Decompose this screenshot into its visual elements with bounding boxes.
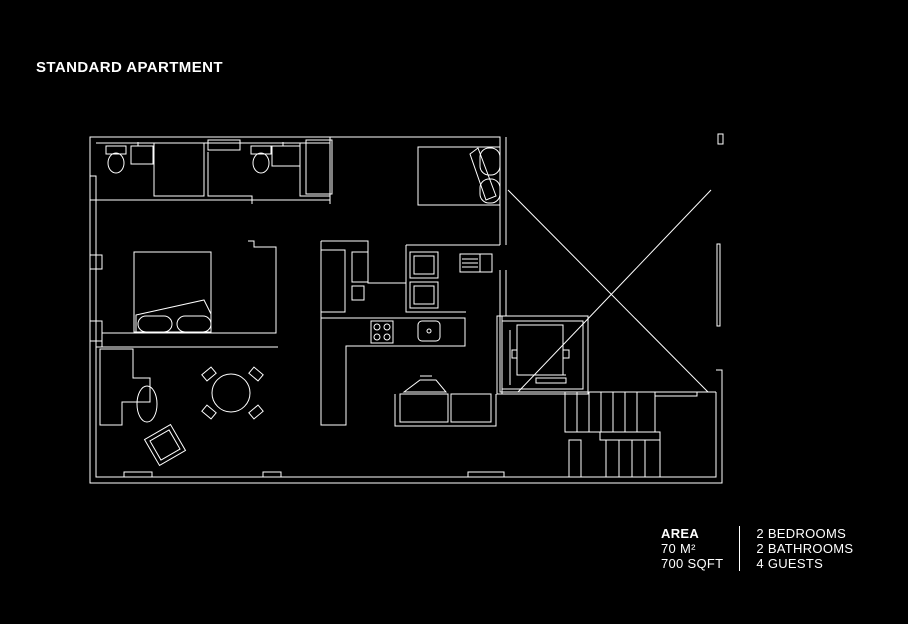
bathrooms-count: 2 BATHROOMS bbox=[756, 541, 854, 556]
guests-count: 4 GUESTS bbox=[756, 556, 824, 571]
second-bedroom bbox=[418, 147, 500, 205]
apartment-info: AREA 70 M² 700 SQFT 2 BEDROOMS 2 BATHROO… bbox=[661, 526, 853, 571]
area-imperial: 700 SQFT bbox=[661, 556, 724, 571]
bathrooms bbox=[96, 140, 332, 204]
bedrooms-count: 2 BEDROOMS bbox=[756, 526, 847, 541]
area-label: AREA bbox=[661, 526, 700, 541]
area-block: AREA 70 M² 700 SQFT bbox=[661, 526, 739, 571]
master-bedroom bbox=[96, 241, 278, 347]
void-cross bbox=[508, 190, 711, 392]
page-title: STANDARD APARTMENT bbox=[36, 59, 223, 76]
living-room bbox=[100, 349, 263, 465]
stairs bbox=[565, 392, 697, 477]
area-metric: 70 M² bbox=[661, 541, 696, 556]
features-block: 2 BEDROOMS 2 BATHROOMS 4 GUESTS bbox=[739, 526, 853, 571]
elevator bbox=[497, 316, 588, 394]
kitchen bbox=[321, 137, 500, 426]
